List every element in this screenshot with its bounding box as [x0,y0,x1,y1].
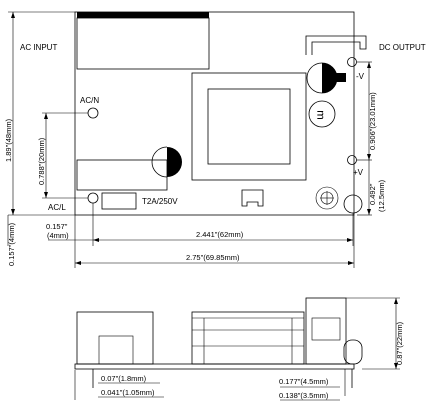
label-bar [77,12,209,18]
dim-hole-offset-vertical: 0.157"(4mm) [7,222,16,266]
side-led [343,339,363,365]
dim-vneg-vpos: 0.906"(23.01mm) [368,92,377,150]
ac-n-terminal [87,107,99,119]
dim-hole-offset: 0.157" [46,222,68,231]
input-filter-block [76,159,168,191]
fuse-label: T2A/250V [142,197,178,206]
side-input-cap [76,311,154,365]
dim-height-total: 1.89"(48mm) [4,118,13,162]
side-pcb [74,363,355,370]
dim-pin-len-2: 0.177"(4.5mm) [279,377,329,386]
side-transformer [191,311,305,365]
svg-text:ᴟ: ᴟ [317,109,324,121]
dc-output-label: DC OUTPUT [379,43,426,52]
dim-pin-spacing: 2.441"(62mm) [196,230,244,239]
transformer-outer [191,72,307,181]
output-connector [305,35,367,55]
top-view: ᴟ -V +V AC/N AC/L T2A/250V [48,11,367,216]
transformer-core [207,88,291,165]
dim-vpos-bottom: 0.492" [368,183,377,205]
mount-hole [343,194,363,214]
ac-input-label: AC INPUT [20,43,57,52]
pos-v-label: +V [353,168,364,177]
dim-pin-len-1: 0.07"(1.8mm) [101,374,147,383]
fuse [101,192,137,210]
ground-symbol [315,186,339,210]
dim-total-width: 2.75"(69.85mm) [186,253,240,262]
pcb-outline [74,11,355,216]
pos-v-terminal [347,155,357,165]
dim-hole-offset-mm: (4mm) [47,231,69,240]
input-component [76,17,210,70]
dim-pin-dia-2: 0.138"(3.5mm) [279,391,329,400]
small-capacitor [308,100,336,128]
side-view [74,297,363,396]
side-output-connector [305,297,347,365]
dim-pin-dia-1: 0.041"(1.05mm) [101,388,155,397]
top-view-dimensions: 1.89"(48mm) 0.788"(20mm) 0.906"(23.01mm)… [4,11,386,268]
dim-vpos-bottom-mm: (12.5mm) [377,179,386,212]
neg-v-terminal [347,57,357,67]
dim-side-height: 0.87"(22mm) [395,321,404,365]
side-view-dimensions: 0.87"(22mm) 0.07"(1.8mm) 0.041"(1.05mm) … [74,297,404,401]
neg-v-label: -V [356,72,365,81]
ac-l-label: AC/L [48,203,66,212]
small-part [241,189,264,207]
ac-l-terminal [87,192,99,204]
ac-n-label: AC/N [80,96,99,105]
dim-acn-acl: 0.788"(20mm) [37,137,46,185]
